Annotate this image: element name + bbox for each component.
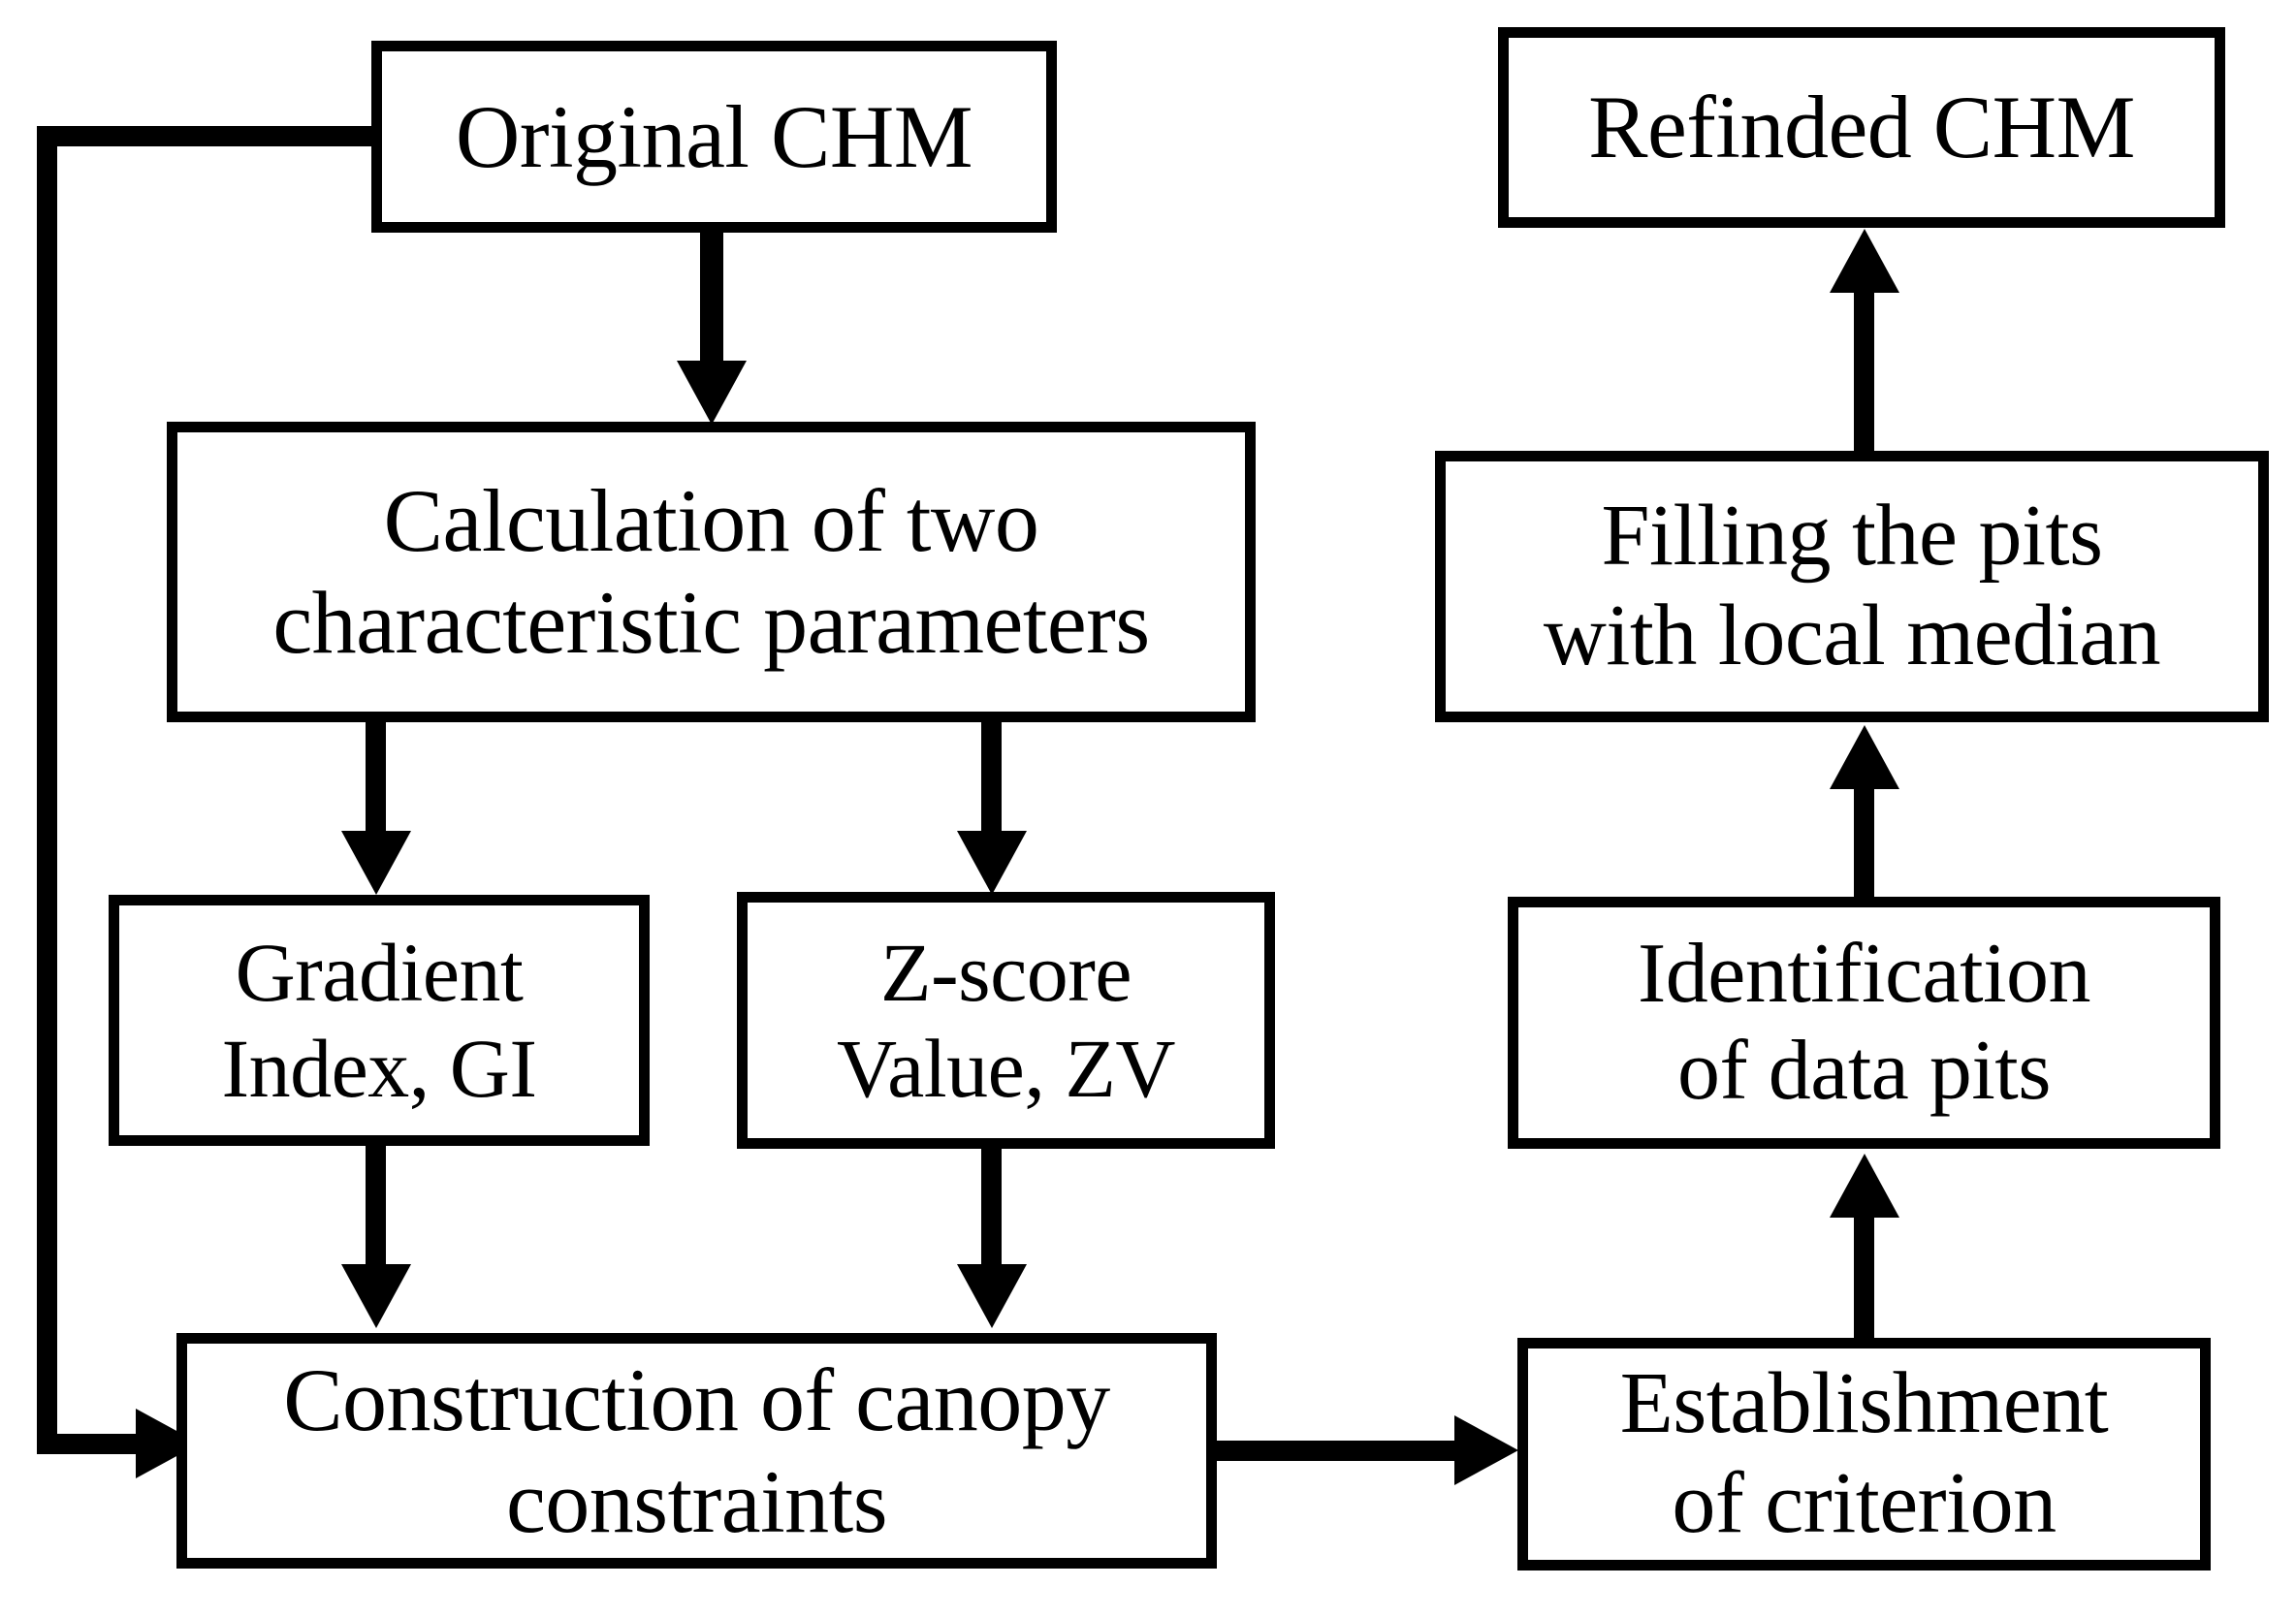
edge-zscore-to-construction-arrowhead	[957, 1264, 1027, 1328]
edge-calculation-to-zscore-stem	[981, 722, 1002, 837]
node-identify-line1: Identification	[1637, 926, 2091, 1021]
node-identify-line2: of data pits	[1676, 1024, 2052, 1118]
edge-establish-to-identify-arrowhead	[1830, 1154, 1899, 1218]
edge-identify-to-filling-stem	[1854, 787, 1874, 900]
node-original-chm-label: Original CHM	[455, 86, 973, 186]
node-identify-label: Identification of data pits	[1518, 926, 2210, 1121]
node-zscore-line1: Z-score	[879, 926, 1132, 1020]
edge-calculation-to-zscore-arrowhead	[957, 831, 1027, 895]
edge-establish-to-identify-stem	[1854, 1214, 1874, 1338]
node-filling-the-pits[interactable]: Filling the pits with local median	[1435, 451, 2269, 722]
node-calculation-line2: characteristic parameters	[272, 573, 1150, 672]
edge-original-to-calculation-stem	[700, 233, 723, 370]
node-construction-label: Construction of canopy constraints	[187, 1349, 1206, 1553]
node-construction-line2: constraints	[505, 1451, 888, 1551]
node-refinded-chm-label: Refinded CHM	[1588, 78, 2135, 177]
node-zscore-value[interactable]: Z-score Value, ZV	[737, 892, 1275, 1149]
edge-construction-to-establish-arrowhead	[1454, 1415, 1518, 1485]
node-identification-of-data-pits[interactable]: Identification of data pits	[1508, 897, 2220, 1149]
edge-original-loop-horizontal-top	[37, 126, 376, 146]
edge-gradient-to-construction-arrowhead	[341, 1264, 411, 1328]
edge-calculation-to-gradient-stem	[366, 722, 386, 837]
node-gradient-line1: Gradient	[235, 926, 524, 1020]
node-zscore-line2: Value, ZV	[837, 1021, 1175, 1115]
edge-filling-to-refinded-arrowhead	[1830, 229, 1899, 293]
node-refinded-chm[interactable]: Refinded CHM	[1498, 27, 2225, 228]
node-gradient-label: Gradient Index, GI	[119, 925, 639, 1115]
node-establish-label: Establishment of criterion	[1528, 1354, 2200, 1553]
node-construction-of-canopy-constraints[interactable]: Construction of canopy constraints	[176, 1333, 1217, 1569]
node-filling-label: Filling the pits with local median	[1446, 487, 2258, 685]
node-establishment-of-criterion[interactable]: Establishment of criterion	[1517, 1338, 2211, 1570]
node-calculation-label: Calculation of two characteristic parame…	[177, 470, 1245, 674]
node-establish-line2: of criterion	[1672, 1455, 2057, 1551]
edge-filling-to-refinded-stem	[1854, 291, 1874, 454]
node-original-chm[interactable]: Original CHM	[371, 41, 1057, 233]
edge-original-to-calculation-arrowhead	[677, 361, 747, 425]
node-calculation-of-parameters[interactable]: Calculation of two characteristic parame…	[167, 422, 1256, 722]
edge-construction-to-establish-stem	[1217, 1441, 1466, 1461]
node-zscore-label: Z-score Value, ZV	[748, 925, 1264, 1115]
node-calculation-line1: Calculation of two	[383, 471, 1039, 571]
edge-gradient-to-construction-stem	[366, 1146, 386, 1270]
node-filling-line2: with local median	[1543, 587, 2161, 683]
edge-zscore-to-construction-stem	[981, 1149, 1002, 1270]
node-establish-line1: Establishment	[1619, 1355, 2109, 1452]
edge-identify-to-filling-arrowhead	[1830, 725, 1899, 789]
node-filling-line1: Filling the pits	[1601, 488, 2103, 585]
node-gradient-line2: Index, GI	[221, 1021, 537, 1115]
edge-original-loop-horizontal-bottom	[37, 1434, 144, 1454]
node-gradient-index[interactable]: Gradient Index, GI	[109, 895, 650, 1146]
edge-calculation-to-gradient-arrowhead	[341, 831, 411, 895]
node-construction-line1: Construction of canopy	[283, 1349, 1110, 1449]
edge-original-loop-vertical-left	[37, 126, 57, 1454]
